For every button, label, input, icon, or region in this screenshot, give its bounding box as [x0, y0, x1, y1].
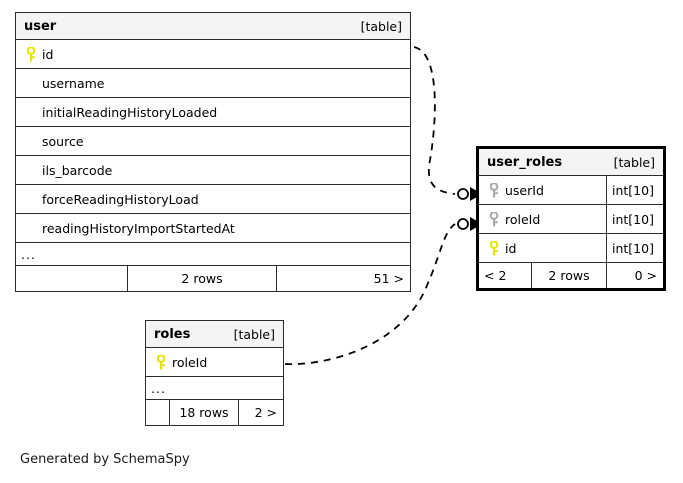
table-user-parent-count[interactable]: [16, 266, 127, 291]
table-user-title: user: [24, 18, 57, 34]
table-user-header[interactable]: user [table]: [16, 13, 410, 40]
table-roles-row-count: 18 rows: [169, 400, 238, 425]
table-roles-header[interactable]: roles [table]: [146, 321, 283, 348]
table-row[interactable]: readingHistoryImportStartedAt: [16, 214, 410, 243]
table-row[interactable]: initialReadingHistoryLoaded: [16, 98, 410, 127]
table-row[interactable]: userId int[10]: [479, 176, 663, 205]
table-row[interactable]: id: [16, 40, 410, 69]
optional-marker-userid: [457, 188, 469, 200]
table-row[interactable]: id int[10]: [479, 234, 663, 263]
table-row[interactable]: roleId int[10]: [479, 205, 663, 234]
column-type: int[10]: [606, 234, 663, 262]
table-row[interactable]: roleId: [146, 348, 283, 377]
table-roles-title: roles: [154, 326, 191, 342]
column-label: forceReadingHistoryLoad: [42, 191, 199, 207]
column-user-readingHistoryImportStartedAt[interactable]: readingHistoryImportStartedAt: [16, 214, 410, 242]
table-row[interactable]: forceReadingHistoryLoad: [16, 185, 410, 214]
column-type: int[10]: [606, 176, 663, 204]
table-roles-parent-count[interactable]: [146, 400, 169, 425]
table-user[interactable]: user [table] id username: [15, 12, 411, 292]
table-user_roles[interactable]: user_roles [table] userId int[10]: [476, 146, 666, 291]
column-label: id: [505, 240, 517, 256]
table-user_roles-footer: < 2 2 rows 0 >: [479, 263, 663, 288]
column-user-source[interactable]: source: [16, 127, 410, 155]
column-label: readingHistoryImportStartedAt: [42, 220, 235, 236]
table-row[interactable]: username: [16, 69, 410, 98]
generated-by-label: Generated by SchemaSpy: [20, 452, 190, 467]
foreign-key-icon: [486, 182, 505, 198]
table-user-child-count[interactable]: 51 >: [276, 266, 410, 291]
table-user-row-count: 2 rows: [127, 266, 276, 291]
column-roles-roleId[interactable]: roleId: [146, 348, 283, 376]
column-label: initialReadingHistoryLoaded: [42, 104, 218, 120]
column-type: int[10]: [606, 205, 663, 233]
table-row[interactable]: source: [16, 127, 410, 156]
column-label: roleId: [505, 211, 541, 227]
table-user_roles-child-count[interactable]: 0 >: [606, 263, 663, 288]
primary-key-icon: [23, 46, 42, 62]
table-roles-more-columns[interactable]: ...: [146, 377, 283, 400]
optional-marker-roleid: [457, 218, 469, 230]
table-user-more-columns[interactable]: ...: [16, 243, 410, 266]
relationship-user-to-user_roles: [413, 46, 456, 195]
table-user_roles-parent-count[interactable]: < 2: [484, 268, 507, 283]
table-user_roles-row-count: 2 rows: [531, 263, 606, 288]
column-user-id[interactable]: id: [16, 40, 410, 68]
table-user-footer: 2 rows 51 >: [16, 266, 410, 291]
column-label: source: [42, 133, 84, 149]
table-user-kind: [table]: [360, 18, 402, 34]
table-row[interactable]: ils_barcode: [16, 156, 410, 185]
table-user_roles-header[interactable]: user_roles [table]: [479, 149, 663, 176]
column-user_roles-id[interactable]: id: [479, 234, 606, 262]
column-label: ils_barcode: [42, 162, 113, 178]
column-user-username[interactable]: username: [16, 69, 410, 97]
column-user-forceReadingHistoryLoad[interactable]: forceReadingHistoryLoad: [16, 185, 410, 213]
column-label: userId: [505, 182, 544, 198]
column-user-ils_barcode[interactable]: ils_barcode: [16, 156, 410, 184]
primary-key-icon: [153, 354, 172, 370]
column-label: id: [42, 46, 54, 62]
column-user_roles-userId[interactable]: userId: [479, 176, 606, 204]
primary-key-icon: [486, 240, 505, 256]
table-roles-child-count[interactable]: 2 >: [238, 400, 283, 425]
table-roles[interactable]: roles [table] roleId ... 18 rows 2 >: [145, 320, 284, 426]
column-user-initialReadingHistoryLoaded[interactable]: initialReadingHistoryLoaded: [16, 98, 410, 126]
table-user_roles-kind: [table]: [613, 154, 655, 170]
column-user_roles-roleId[interactable]: roleId: [479, 205, 606, 233]
foreign-key-icon: [486, 211, 505, 227]
column-label: username: [42, 75, 105, 91]
column-label: roleId: [172, 354, 208, 370]
table-user_roles-title: user_roles: [487, 154, 563, 170]
table-roles-footer: 18 rows 2 >: [146, 400, 283, 425]
table-roles-kind: [table]: [233, 326, 275, 342]
